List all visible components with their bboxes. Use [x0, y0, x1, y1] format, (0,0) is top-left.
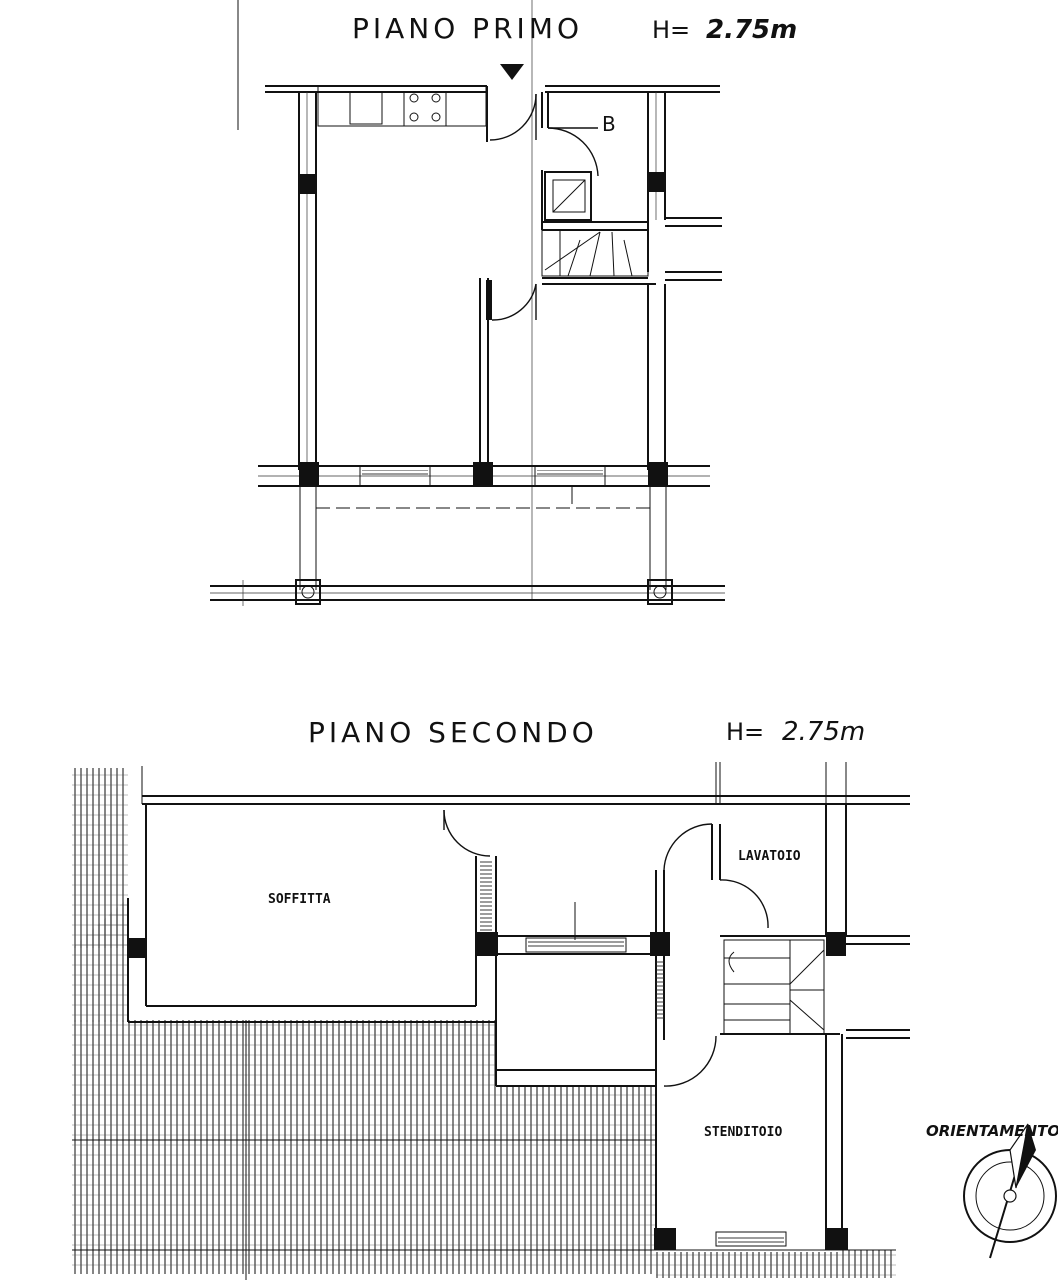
first-floor-title: PIANO PRIMO — [352, 12, 583, 45]
room-label-attic: SOFFITTA — [268, 892, 331, 907]
second-floor-title: PIANO SECONDO — [308, 716, 598, 749]
first-floor-height-value: 2.75m — [706, 15, 797, 45]
room-label-laundry: LAVATOIO — [738, 849, 801, 864]
compass-icon — [963, 1123, 1057, 1259]
second-floor-height-prefix: H= — [726, 718, 764, 746]
orientation-label: ORIENTAMENTO — [926, 1122, 1058, 1140]
first-floor-height-prefix: H= — [652, 16, 690, 44]
second-floor-plan — [72, 762, 910, 1280]
room-label-drying-room: STENDITOIO — [704, 1125, 782, 1140]
room-label-bathroom: B — [602, 112, 616, 136]
first-floor-plan — [210, 0, 725, 606]
second-floor-height-value: 2.75m — [782, 717, 865, 747]
